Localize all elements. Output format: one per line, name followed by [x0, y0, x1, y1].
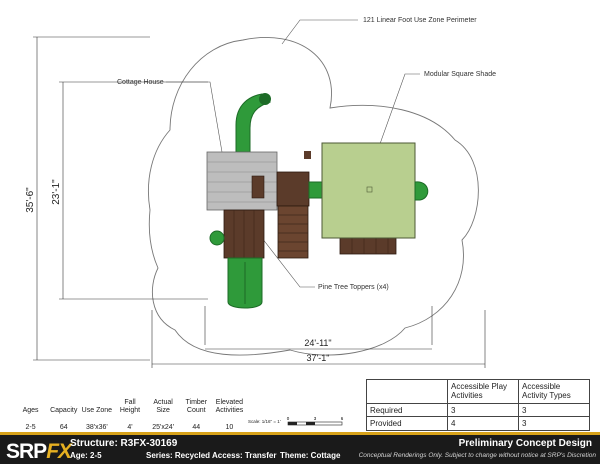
spec-header: Ages: [22, 407, 39, 414]
scale-seg: [306, 422, 315, 425]
spec-header: Use Zone: [81, 407, 113, 414]
chimney: [251, 175, 265, 199]
scale-tick: 0: [287, 416, 290, 421]
perimeter-label: 121 Linear Foot Use Zone Perimeter: [363, 17, 477, 24]
access-required-play: 3: [447, 402, 519, 418]
middle-deck: [276, 171, 310, 207]
structure-id: Structure: R3FX-30169: [70, 438, 178, 449]
title-bar: SRPFX Structure: R3FX-30169 Age: 2-5 Ser…: [0, 432, 600, 464]
access-header-blank: [366, 379, 448, 404]
spec-value: 10: [225, 424, 234, 431]
dimension-lines: [33, 36, 486, 368]
specs-table: Ages Capacity Use Zone Fall Height Actua…: [14, 399, 246, 431]
scale-label: Scale: 1/16" = 1': [248, 419, 281, 424]
srpfx-logo: SRPFX: [6, 440, 72, 464]
overall-height-dim: 35'-6": [25, 187, 36, 213]
access-provided-play: 4: [447, 416, 519, 431]
access-row-label: Provided: [366, 416, 448, 431]
spec-value: 64: [59, 424, 68, 431]
access-header-types: Accessible Activity Types: [518, 379, 590, 404]
panel-knob: [209, 230, 225, 246]
right-climber: [414, 181, 429, 201]
inner-height-dim: 23'-1": [51, 179, 62, 205]
spec-value: 38'x36': [85, 424, 108, 431]
cottage-label: Cottage House: [117, 79, 164, 86]
use-zone-perimeter: [147, 37, 479, 356]
spec-value: 44: [192, 424, 201, 431]
gold-accent-line: [0, 432, 600, 435]
overall-width-dim: 37'-1": [307, 353, 330, 363]
series-info: Series: Recycled: [146, 451, 211, 460]
shade-center: [366, 186, 373, 193]
access-provided-types: 3: [518, 416, 590, 431]
scale-tick: 6: [341, 416, 344, 421]
toppers-label: Pine Tree Toppers (x4): [318, 284, 389, 291]
tree-topper-post: [304, 151, 311, 159]
scale-seg: [288, 422, 297, 425]
stairs: [277, 205, 309, 259]
logo-main: SRP: [6, 440, 47, 463]
access-required-types: 3: [518, 402, 590, 418]
spec-value: 4': [127, 424, 133, 431]
age-info: Age: 2-5: [70, 451, 102, 460]
leader-lines: [166, 19, 420, 288]
spec-header: Timber Count: [185, 399, 208, 414]
cottage-roof: [206, 151, 278, 211]
slide-hood: [259, 93, 271, 105]
modular-shade: [321, 142, 416, 239]
accessibility-table: Accessible Play Activities Accessible Ac…: [366, 379, 590, 431]
scale-tick: 3: [314, 416, 317, 421]
spec-header: Fall Height: [119, 399, 141, 414]
shade-label: Modular Square Shade: [424, 71, 496, 78]
spec-value: 25'x24': [152, 424, 174, 431]
access-row-label: Required: [366, 402, 448, 418]
green-panel: [308, 181, 324, 199]
spec-header: Actual Size: [153, 399, 173, 414]
preliminary-title: Preliminary Concept Design: [458, 438, 592, 449]
site-plan: 121 Linear Foot Use Zone Perimeter Cotta…: [25, 17, 496, 368]
spec-value: 2-5: [25, 424, 36, 431]
disclaimer-text: Conceptual Renderings Only. Subject to c…: [358, 452, 596, 459]
access-header-play: Accessible Play Activities: [447, 379, 519, 404]
theme-info: Theme: Cottage: [280, 451, 341, 460]
spec-header: Capacity: [50, 407, 78, 414]
logo-fx: FX: [46, 440, 72, 463]
inner-width-dim: 24'-11": [304, 338, 331, 348]
scale-bar: Scale: 1/16" = 1' 0 3 6: [248, 414, 348, 434]
spec-header: Elevated Activities: [215, 399, 244, 414]
shade-deck: [339, 237, 397, 255]
play-structure: [206, 93, 429, 309]
access-info: Access: Transfer: [212, 451, 277, 460]
